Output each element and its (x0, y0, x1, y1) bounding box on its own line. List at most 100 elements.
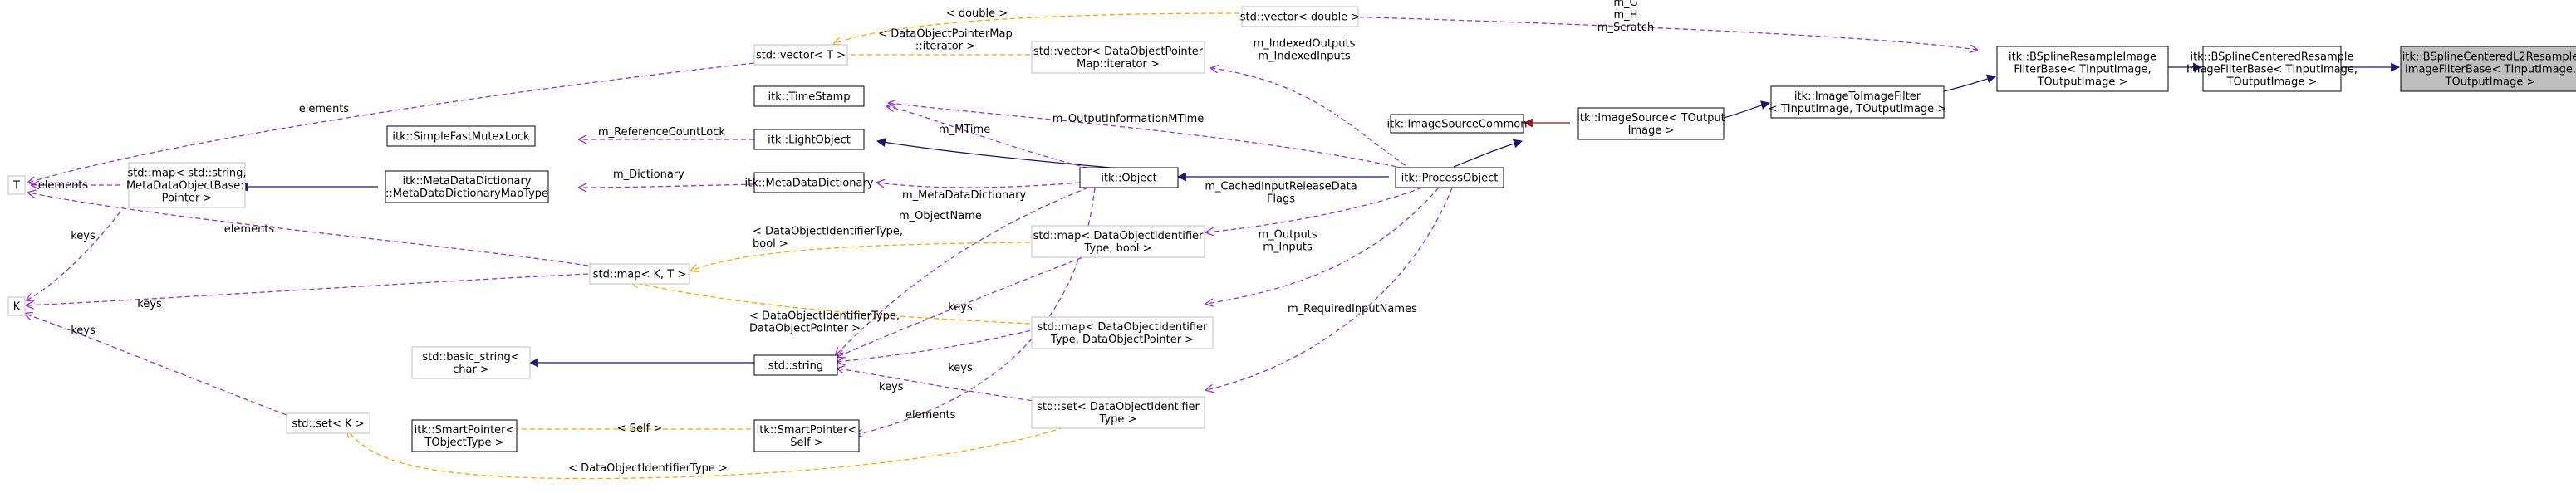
node-label-line: std::set< K > (292, 418, 364, 431)
node-label: itk::SmartPointer<TObjectType > (415, 424, 515, 449)
node-label: std::basic_string<char > (422, 351, 519, 376)
edge-template-vecT-to-vecdbl (834, 12, 1240, 44)
edge-label-mtime: m_MTime (939, 124, 990, 136)
node-vecT[interactable]: std::vector< T > (753, 44, 848, 66)
node-box (589, 263, 690, 285)
edge-label-metaDict: m_MetaDataDictionary (902, 189, 1026, 202)
node-maptype[interactable]: itk::MetaDataDictionary::MetaDataDiction… (385, 170, 549, 203)
node-spSelf[interactable]: itk::SmartPointer<Self > (753, 419, 860, 452)
edge-usage-vecdbl-to-resample (1342, 16, 1977, 50)
edge-label-self: < Self > (617, 422, 663, 435)
node-label: std::vector< double > (1240, 12, 1360, 24)
node-box (411, 419, 518, 452)
edge-template-setdoi-to-setK (347, 424, 1072, 480)
node-label-line: std::vector< DataObjectPointer (1033, 46, 1204, 58)
node-box (753, 354, 838, 376)
node-box (385, 170, 549, 203)
node-label-line: std::basic_string< (422, 351, 519, 364)
node-img2img[interactable]: itk::ImageToImageFilter< TInputImage, TO… (1769, 85, 1946, 119)
edge-usage-T-to-vecT (28, 62, 755, 183)
edge-usage-T-to-mapKT (28, 193, 589, 266)
node-label-line: Type > (1099, 413, 1137, 426)
node-setK[interactable]: std::set< K > (286, 412, 370, 434)
node-label-line: std::vector< T > (756, 50, 846, 62)
node-label-line: Map::iterator > (1077, 58, 1160, 71)
edge-usage-timestamp-to-process (889, 103, 1413, 171)
edge-label-line: Flags (1267, 193, 1295, 206)
edge-label-line: < DataObjectIdentifierType, (749, 310, 900, 323)
edge-label-line: keys (137, 298, 162, 310)
edge-label-doiBool: < DataObjectIdentifierType,bool > (753, 226, 903, 251)
edge-label-line: m_Scratch (1597, 22, 1654, 34)
node-box (1031, 41, 1205, 74)
edge-label-line: m_Outputs (1258, 229, 1317, 242)
node-label-line: itk::LightObject (768, 134, 851, 147)
node-label: itk::ImageToImageFilter< TInputImage, TO… (1769, 90, 1946, 115)
node-label-line: itk::BSplineCenteredL2Resample (2402, 51, 2576, 64)
node-spObj[interactable]: itk::SmartPointer<TObjectType > (411, 419, 518, 452)
edge-usage-string-to-mapbool (837, 248, 1106, 357)
node-object[interactable]: itk::Object (1079, 167, 1179, 188)
node-vecdbl[interactable]: std::vector< double > (1240, 6, 1360, 27)
edge-label-objName: m_ObjectName (899, 210, 982, 222)
edge-label-line: elements (299, 103, 350, 115)
node-label: std::map< K, T > (593, 269, 687, 281)
node-mutex[interactable]: itk::SimpleFastMutexLock (386, 125, 536, 147)
edge-label-dict: m_Dictionary (613, 168, 684, 181)
node-T[interactable]: T (7, 175, 26, 195)
edge-label-refLock: m_ReferenceCountLock (598, 126, 725, 139)
node-box (2400, 46, 2576, 92)
node-label-line: itk::ImageSourceCommon (1387, 119, 1528, 131)
node-box (1031, 225, 1205, 258)
node-box (1770, 85, 1945, 119)
node-box (128, 162, 246, 208)
node-label-line: itk::SmartPointer< (415, 424, 515, 437)
edge-inherit-img2img-to-resample (1943, 74, 1997, 92)
node-process[interactable]: itk::ProcessObject (1395, 167, 1504, 188)
node-label-line: std::map< std::string, (127, 168, 246, 180)
edge-label-line: keys (948, 301, 973, 314)
node-box (1031, 396, 1205, 429)
node-mapstr[interactable]: std::map< std::string,MetaDataObjectBase… (126, 162, 248, 208)
node-timestamp[interactable]: itk::TimeStamp (753, 85, 865, 107)
node-mapKT[interactable]: std::map< K, T > (589, 263, 690, 285)
edge-label-line: keys (71, 230, 96, 242)
edge-label-line: < DataObjectIdentifierType, (753, 226, 903, 238)
edge-label-line: m_Dictionary (613, 168, 684, 181)
node-label-line: Type, bool > (1084, 242, 1152, 255)
node-label: std::map< std::string,MetaDataObjectBase… (126, 168, 248, 205)
edge-label-dbl: < double > (946, 7, 1008, 20)
edge-usage-timestamp-to-object (887, 106, 1097, 171)
node-string[interactable]: std::string (753, 354, 838, 376)
node-label-line: std::map< DataObjectIdentifier (1033, 230, 1204, 242)
node-metadict[interactable]: itk::MetaDataDictionary (745, 172, 874, 193)
node-label-line: Type, DataObjectPointer > (1050, 334, 1194, 346)
edge-label-line: m_IndexedInputs (1258, 51, 1350, 63)
node-light[interactable]: itk::LightObject (753, 129, 865, 150)
node-label-line: MetaDataObjectBase:: (126, 180, 248, 193)
node-label-line: ImageFilterBase< TInputImage, (2186, 64, 2358, 76)
edge-label-line: < Self > (617, 422, 663, 435)
node-label: itk::Object (1101, 173, 1156, 185)
node-K[interactable]: K (7, 296, 26, 316)
node-label-line: < TInputImage, TOutputImage > (1769, 103, 1946, 115)
node-common[interactable]: itk::ImageSourceCommon (1387, 114, 1528, 134)
node-label: itk::ImageSourceCommon (1387, 119, 1528, 131)
node-box (1395, 167, 1504, 188)
node-basicstring[interactable]: std::basic_string<char > (411, 346, 531, 379)
node-label-line: TOutputImage > (2445, 76, 2536, 89)
node-label: std::set< K > (292, 418, 364, 431)
